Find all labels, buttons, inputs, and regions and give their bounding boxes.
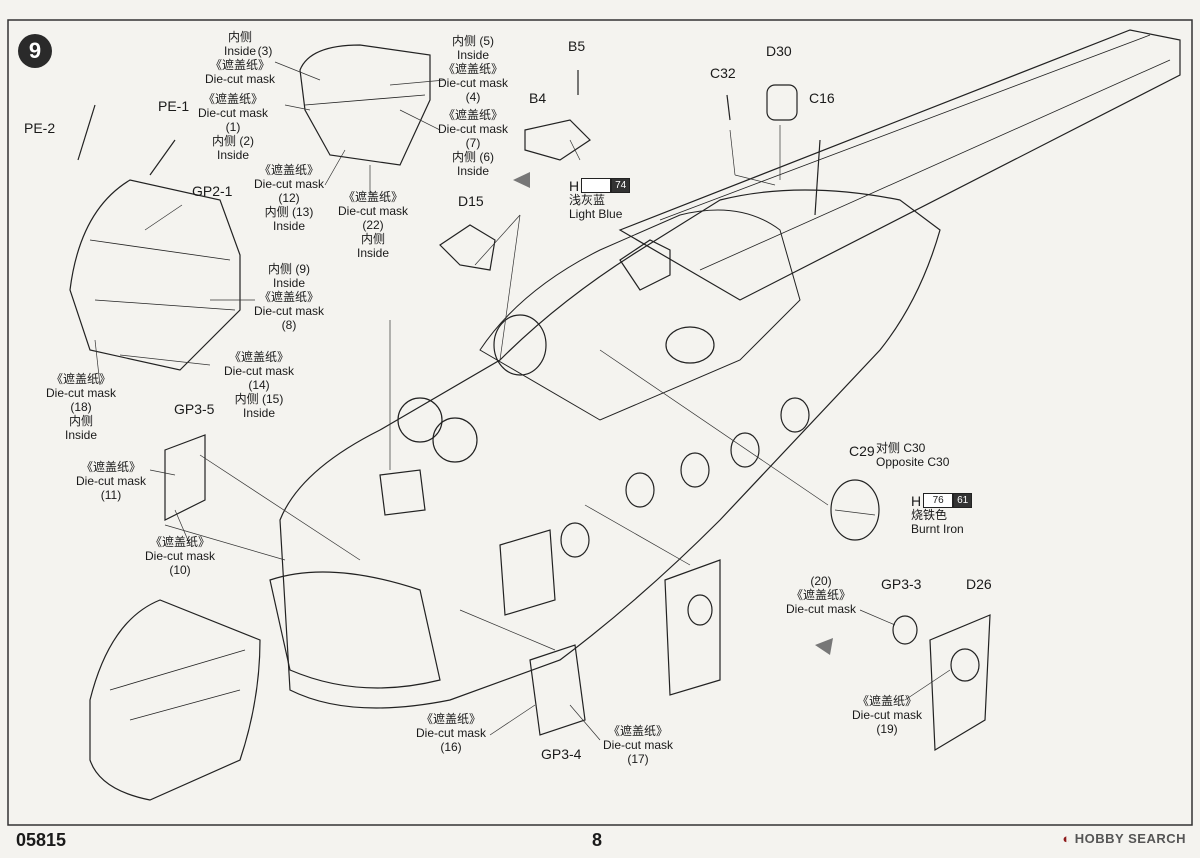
mask-label-17: 《遮盖纸》Die-cut mask(17): [603, 724, 674, 766]
page-border: [7, 19, 1193, 826]
watermark: ◐ HOBBY SEARCH: [1062, 831, 1186, 846]
mask-label-12-13: 《遮盖纸》Die-cut mask(12)内侧 (13)Inside: [254, 163, 325, 233]
mask-label-9-8: 内侧 (9)Inside《遮盖纸》Die-cut mask(8): [254, 262, 325, 332]
part-label-gp21: GP2-1: [192, 183, 233, 199]
mask-label-19: 《遮盖纸》Die-cut mask(19): [852, 694, 923, 736]
part-label-b5: B5: [568, 38, 586, 54]
page-number: 8: [592, 830, 603, 850]
mask-label-11: 《遮盖纸》Die-cut mask(11): [76, 460, 147, 502]
fuselage-outline: [279, 189, 941, 709]
tail-boom-outline: [618, 29, 1181, 301]
canopy-roof-part: [299, 44, 431, 166]
mask-label-10: 《遮盖纸》Die-cut mask(10): [145, 535, 216, 577]
upper-glazing-part: [69, 179, 241, 371]
mask-label-7-6: 《遮盖纸》Die-cut mask(7)内侧 (6)Inside: [438, 108, 509, 178]
mask-label-5-4: 内侧 (5)Inside《遮盖纸》Die-cut mask(4): [438, 34, 509, 104]
part-label-c29: C29: [849, 443, 875, 459]
part-label-pe2: PE-2: [24, 120, 56, 136]
step-number-badge: 9: [18, 34, 52, 68]
part-label-gp33: GP3-3: [881, 576, 922, 592]
mask-label-16: 《遮盖纸》Die-cut mask(16): [416, 712, 487, 754]
mask-label-20: (20)《遮盖纸》Die-cut mask: [786, 574, 857, 616]
part-label-d30: D30: [766, 43, 792, 59]
part-label-d26: D26: [966, 576, 992, 592]
part-label-gp34: GP3-4: [541, 746, 582, 762]
part-label-c32: C32: [710, 65, 736, 81]
part-label-c16: C16: [809, 90, 835, 106]
part-label-d15: D15: [458, 193, 484, 209]
mask-label-14-15: 《遮盖纸》Die-cut mask(14)内侧 (15)Inside: [224, 350, 295, 420]
front-glazing-part: [89, 599, 261, 801]
part-label-b4: B4: [529, 90, 547, 106]
part-label-gp35: GP3-5: [174, 401, 215, 417]
mask-label-1-2: 《遮盖纸》Die-cut mask(1)内侧 (2)Inside: [198, 92, 269, 162]
kit-number: 05815: [16, 830, 67, 850]
part-label-pe1: PE-1: [158, 98, 190, 114]
